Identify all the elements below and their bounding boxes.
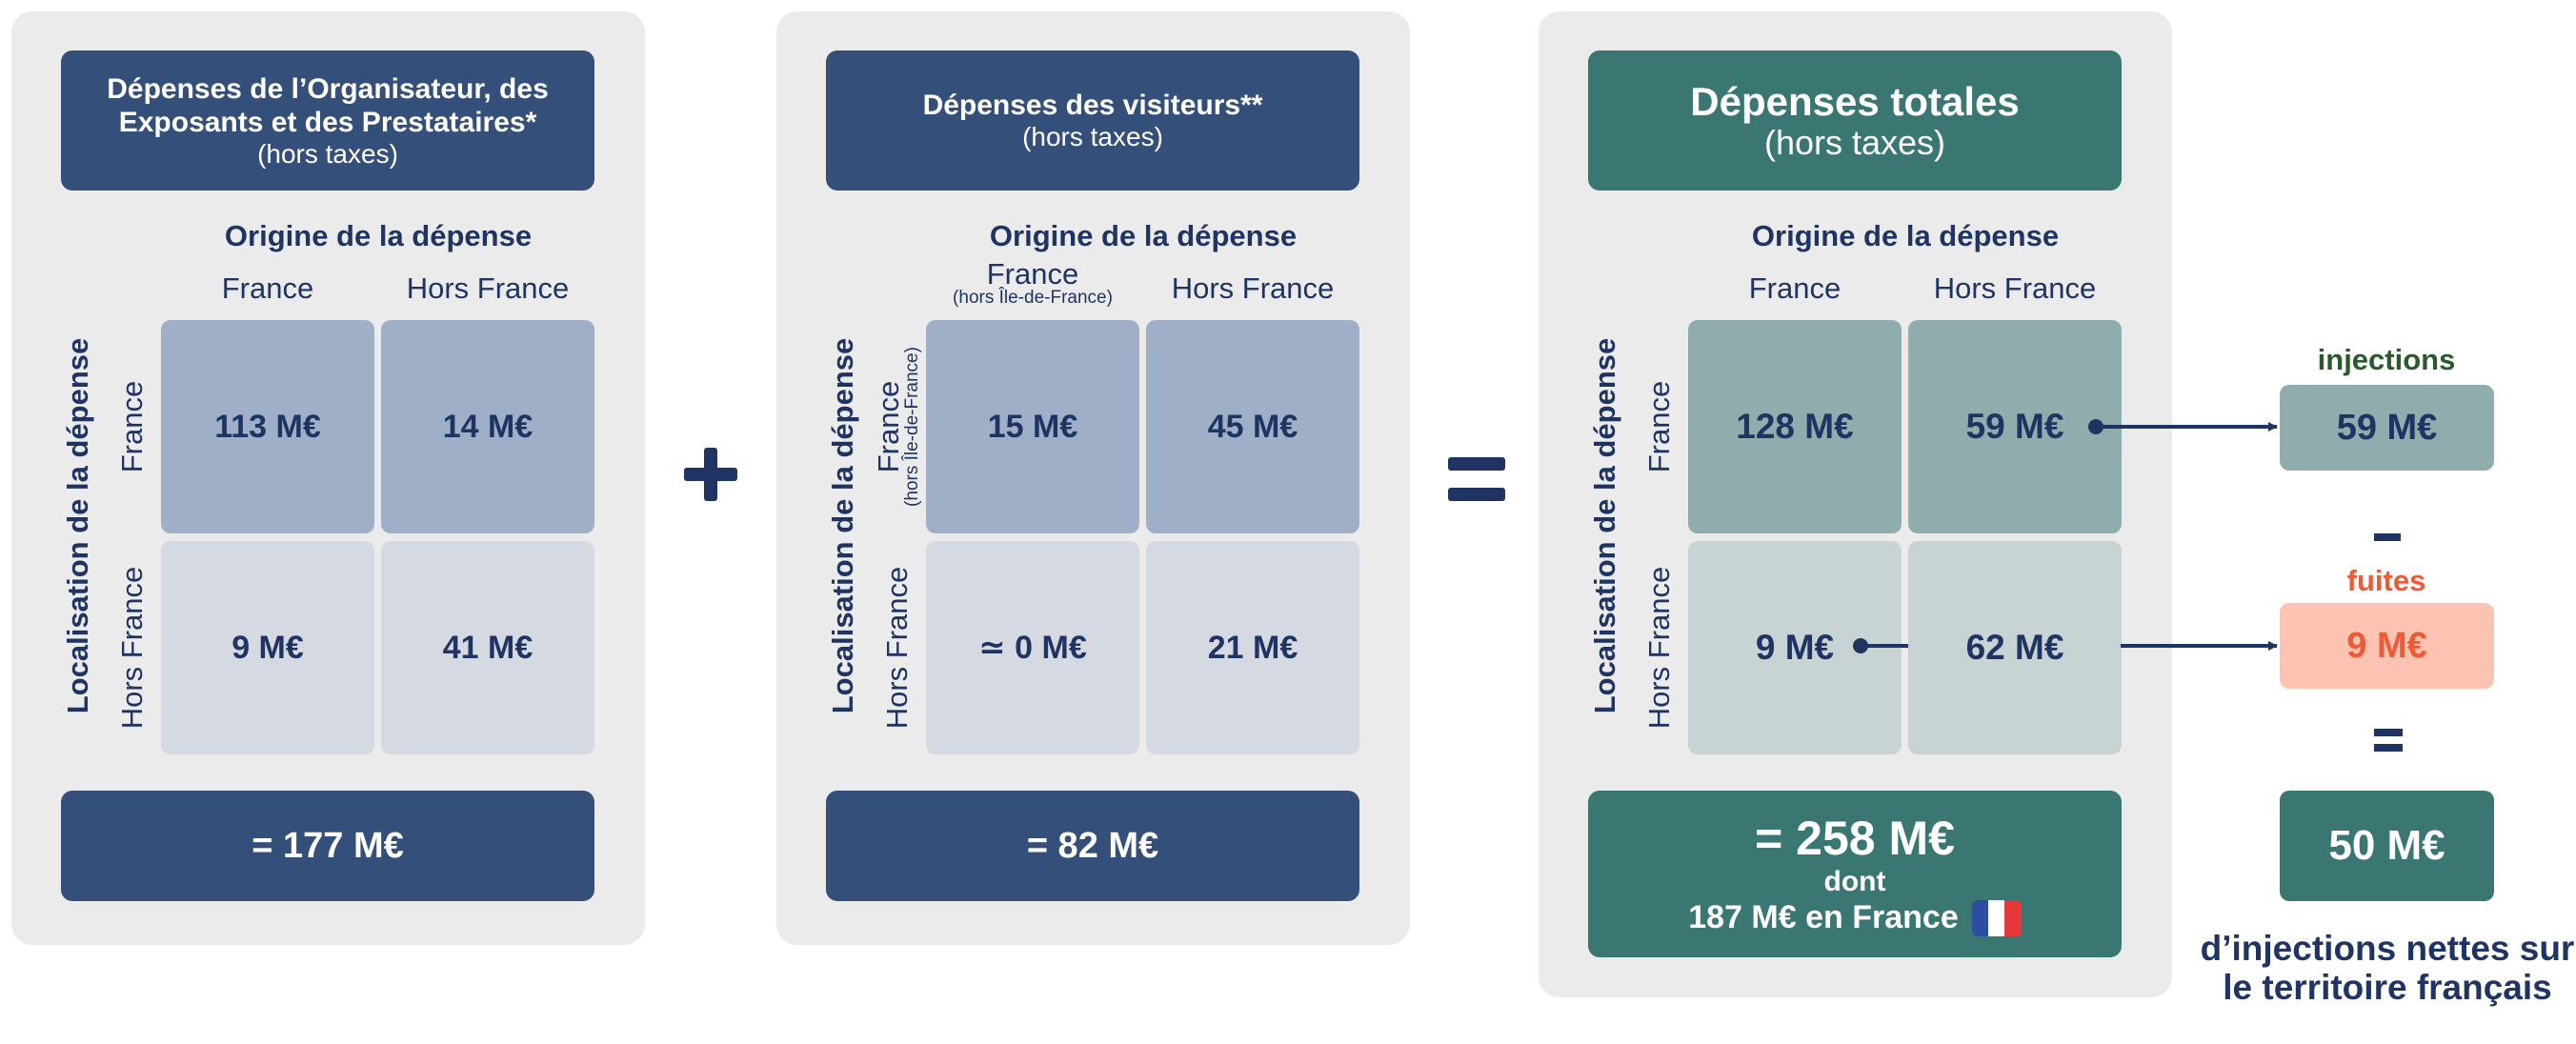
- cell-hors-france-hors-france: 62 M€: [1908, 541, 2122, 754]
- column-label-note: (hors Île-de-France): [953, 288, 1113, 308]
- column-label-hors-france: Hors France: [406, 271, 570, 305]
- cell-france-hors-france: 59 M€: [1908, 320, 2122, 533]
- panel-title: Dépenses des visiteurs**: [922, 90, 1263, 121]
- column-label-france: France: [221, 271, 314, 305]
- panel-totales: Dépenses totales (hors taxes) Origine de…: [1539, 11, 2172, 997]
- fuites-value: 9 M€: [2280, 603, 2494, 689]
- cell-france-hors-france: 14 M€: [381, 320, 594, 533]
- origin-title: Origine de la dépense: [989, 219, 1298, 252]
- cell-hors-france-france: 9 M€: [161, 541, 374, 754]
- cell-france-france: 128 M€: [1688, 320, 1902, 533]
- total-france-line: 187 M€ en France: [1688, 898, 2022, 936]
- injections-label: injections: [2317, 343, 2456, 376]
- total-france: 187 M€ en France: [1688, 898, 1959, 935]
- panel-title: Dépenses totales: [1690, 78, 2020, 124]
- panel-organisateur: Dépenses de l’Organisateur, des Exposant…: [11, 11, 645, 945]
- injections-value: 59 M€: [2280, 385, 2494, 471]
- column-label-hors-france: Hors France: [1171, 271, 1335, 305]
- panel-header: Dépenses de l’Organisateur, des Exposant…: [61, 50, 594, 191]
- column-label-hors-france: Hors France: [1933, 271, 2097, 305]
- total-value: = 258 M€: [1755, 811, 1955, 865]
- cell-france-france: 15 M€: [926, 320, 1139, 533]
- panel-total: = 258 M€ dont 187 M€ en France: [1588, 791, 2122, 957]
- column-label-france: France: [1748, 271, 1841, 305]
- cell-hors-france-hors-france: 21 M€: [1146, 541, 1359, 754]
- panel-subtitle: (hors taxes): [1763, 122, 1946, 162]
- fuites-label: fuites: [2346, 564, 2426, 597]
- panel-subtitle: (hors taxes): [257, 138, 398, 169]
- minus-icon: [2374, 533, 2401, 541]
- total-dont: dont: [1823, 866, 1886, 898]
- cell-france-france: 113 M€: [161, 320, 374, 533]
- french-flag-icon: [1971, 899, 2022, 936]
- cell-hors-france-hors-france: 41 M€: [381, 541, 594, 754]
- equals-icon: [1448, 457, 1505, 501]
- cell-hors-france-france: ≃ 0 M€: [926, 541, 1139, 754]
- panel-visiteurs: Dépenses des visiteurs** (hors taxes) Or…: [776, 11, 1410, 945]
- column-label-text: France: [986, 257, 1079, 291]
- panel-total: = 177 M€: [61, 791, 594, 901]
- column-label-france: France (hors Île-de-France): [926, 257, 1139, 308]
- plus-icon: [684, 448, 737, 501]
- panel-header: Dépenses totales (hors taxes): [1588, 50, 2122, 191]
- panel-total: = 82 M€: [826, 791, 1359, 901]
- origin-title: Origine de la dépense: [224, 219, 533, 252]
- net-injections-caption: d’injections nettes sur le territoire fr…: [2200, 929, 2575, 1007]
- net-injections-value: 50 M€: [2280, 791, 2494, 901]
- cell-france-hors-france: 45 M€: [1146, 320, 1359, 533]
- panel-title: Dépenses de l’Organisateur, des Exposant…: [107, 72, 549, 138]
- panel-header: Dépenses des visiteurs** (hors taxes): [826, 50, 1359, 191]
- leak-connector: [1853, 638, 1908, 653]
- panel-subtitle: (hors taxes): [1022, 122, 1163, 151]
- origin-title: Origine de la dépense: [1751, 219, 2060, 252]
- injections-arrow: [2088, 419, 2278, 434]
- equals-icon: [2374, 729, 2403, 752]
